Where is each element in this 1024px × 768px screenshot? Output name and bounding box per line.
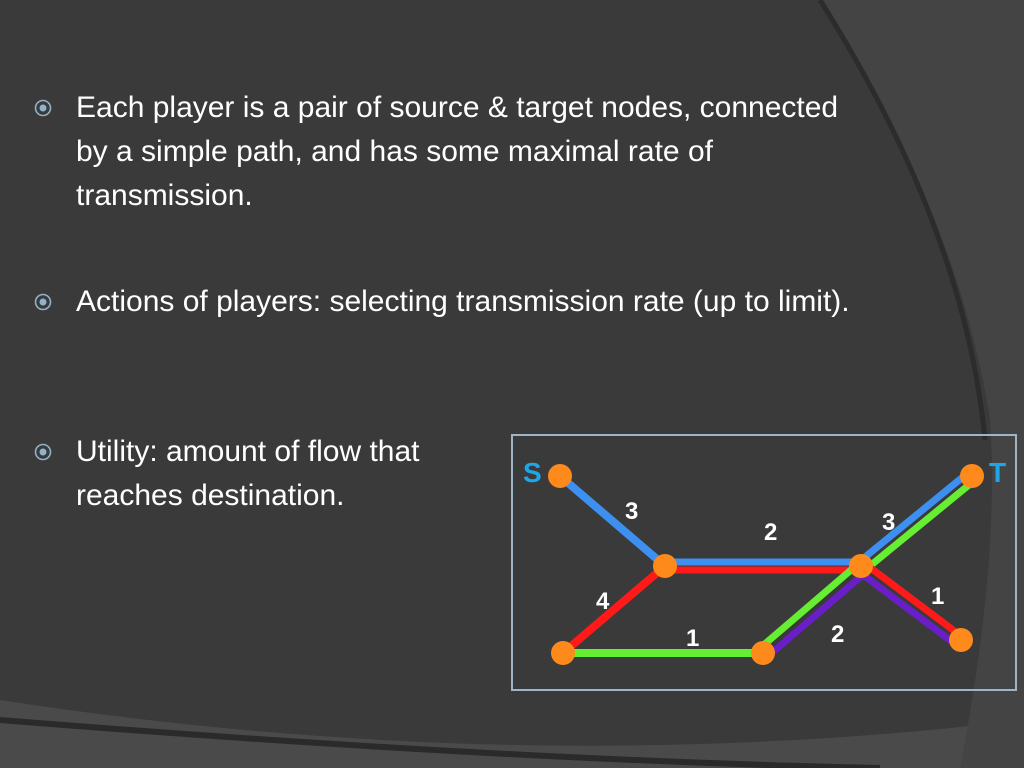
target-label: T xyxy=(989,457,1006,488)
edge-label-d-to-b: 2 xyxy=(831,621,844,648)
bullet-marker-icon xyxy=(34,99,52,117)
edge-a-to-c xyxy=(559,562,669,657)
source-label: S xyxy=(523,457,542,488)
edge-label-a-to-b: 2 xyxy=(764,519,777,546)
bullet-text-1: Each player is a pair of source & target… xyxy=(76,91,839,212)
bullet-point-2: Actions of players: selecting transmissi… xyxy=(34,280,854,324)
bottom-swoosh-line xyxy=(0,717,881,768)
edge-s-to-a xyxy=(556,472,669,570)
edge-b-to-t-blue xyxy=(855,468,973,566)
edge-d-to-b-purple xyxy=(763,569,869,661)
bullet-point-3: Utility: amount of flow that reaches des… xyxy=(34,430,494,518)
bullet-text-2: Actions of players: selecting transmissi… xyxy=(76,285,850,318)
edge-label-b-to-e: 1 xyxy=(931,583,944,610)
right-swoosh xyxy=(820,0,1024,768)
edge-b-to-e-red xyxy=(860,559,965,640)
network-diagram-canvas: S T 3 2 3 4 1 2 1 xyxy=(523,457,1006,665)
node-a xyxy=(653,554,677,578)
edge-b-to-e-purple xyxy=(854,567,959,648)
edge-label-a-to-c: 4 xyxy=(596,588,610,615)
edge-b-to-t-green xyxy=(861,476,979,574)
node-source xyxy=(548,464,572,488)
bullet-point-1: Each player is a pair of source & target… xyxy=(34,86,854,218)
edge-label-s-to-a: 3 xyxy=(625,498,638,525)
node-e xyxy=(949,628,973,652)
edge-d-to-b-green xyxy=(755,560,862,653)
node-target xyxy=(960,464,984,488)
node-d xyxy=(751,641,775,665)
edge-label-b-to-t: 3 xyxy=(882,509,895,536)
bullet-marker-icon xyxy=(34,293,52,311)
node-c xyxy=(551,641,575,665)
edge-label-c-to-d: 1 xyxy=(686,625,699,652)
bottom-swoosh xyxy=(0,700,1024,768)
network-diagram: S T 3 2 3 4 1 2 1 xyxy=(511,434,1017,691)
bullet-text-3: Utility: amount of flow that reaches des… xyxy=(76,435,420,512)
node-b xyxy=(849,554,873,578)
bullet-marker-icon xyxy=(34,443,52,461)
right-swoosh-line xyxy=(817,0,988,441)
